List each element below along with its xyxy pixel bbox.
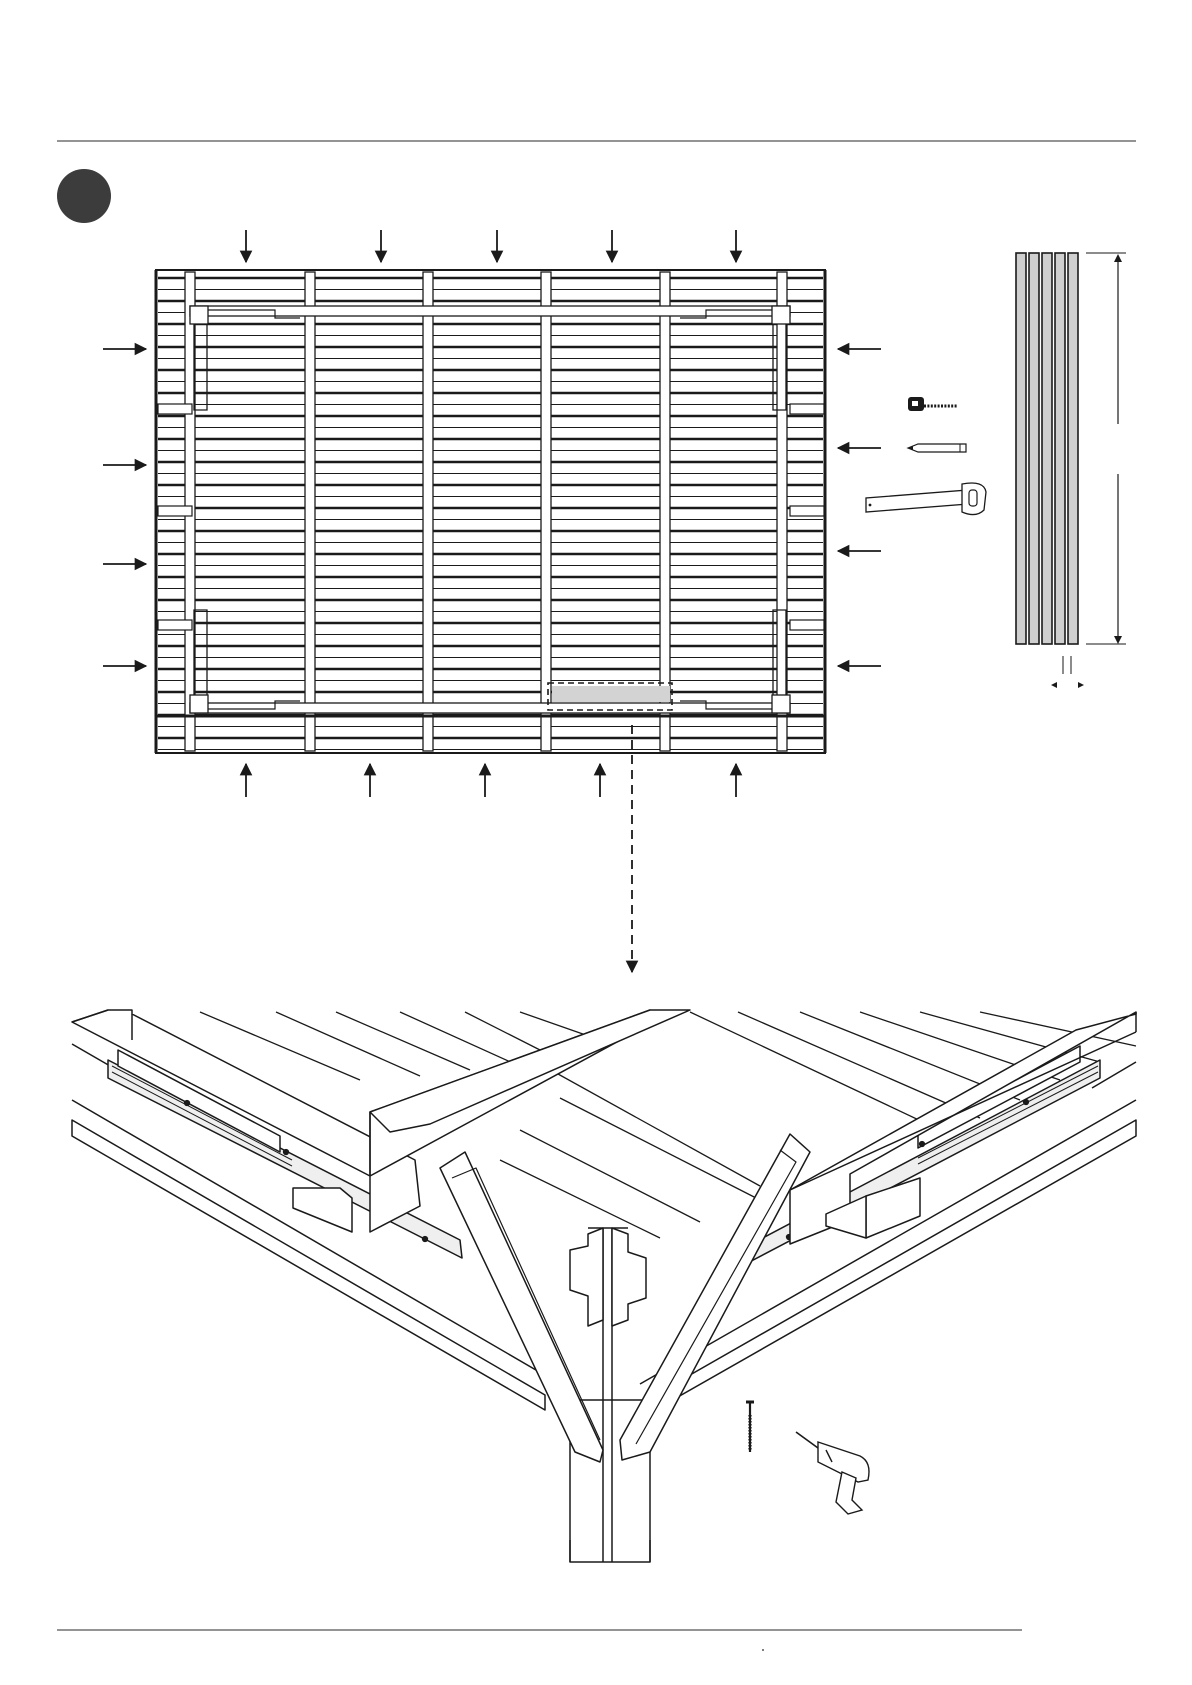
roof-slat xyxy=(400,1012,515,1064)
side-blocking xyxy=(158,620,192,630)
screw-hole xyxy=(284,1150,289,1155)
side-blocking xyxy=(158,404,192,414)
side-blocking xyxy=(790,506,824,516)
footer-dot xyxy=(762,1649,764,1651)
roof-slat xyxy=(540,1064,760,1186)
board xyxy=(1055,253,1065,644)
screw-hole xyxy=(1024,1100,1029,1105)
left-stub-beam xyxy=(293,1188,352,1232)
side-blocking xyxy=(158,506,192,516)
board xyxy=(1029,253,1039,644)
detail-highlight-area xyxy=(552,686,670,702)
corner-detail-perspective xyxy=(72,1010,1136,1562)
board-width-arrow-left xyxy=(1051,682,1057,688)
roof-slat xyxy=(465,1012,540,1050)
screw-hole xyxy=(185,1101,190,1106)
step-badge xyxy=(57,169,111,223)
screw-hole xyxy=(423,1237,428,1242)
post-cap-left xyxy=(570,1228,603,1326)
roof-slat xyxy=(690,1012,940,1130)
post-cap-right xyxy=(612,1228,646,1326)
pencil-icon xyxy=(908,444,966,452)
roof-slat xyxy=(560,1098,760,1200)
diagonal-main-beam-top xyxy=(370,1010,690,1132)
board xyxy=(1068,253,1078,644)
bottom-cross-beam xyxy=(190,703,790,713)
side-blocking xyxy=(790,620,824,630)
board-stack xyxy=(1016,253,1078,644)
screw-hole xyxy=(920,1142,925,1147)
rafter-beam xyxy=(305,272,315,751)
rafter-beam xyxy=(541,272,551,751)
board-width-arrow-right xyxy=(1078,682,1084,688)
roof-slat xyxy=(336,1012,470,1070)
rafter-beam xyxy=(660,272,670,751)
hand-saw-icon xyxy=(866,483,986,515)
roof-slat xyxy=(500,1160,660,1238)
board xyxy=(1016,253,1026,644)
board xyxy=(1042,253,1052,644)
tools-group xyxy=(866,397,986,515)
tape-measure-icon xyxy=(908,397,958,411)
right-diagonal-brace xyxy=(620,1134,810,1460)
roof-slat xyxy=(738,1012,980,1118)
rafter-beam xyxy=(423,272,433,751)
roof-slat xyxy=(276,1012,420,1076)
side-blocking xyxy=(790,404,824,414)
roof-slat xyxy=(520,1130,700,1222)
roof-plan-view xyxy=(156,270,825,972)
power-drill-icon xyxy=(796,1432,869,1514)
top-cross-beam xyxy=(190,306,790,316)
step-badge-circle xyxy=(57,169,111,223)
screw-icon xyxy=(746,1402,754,1452)
